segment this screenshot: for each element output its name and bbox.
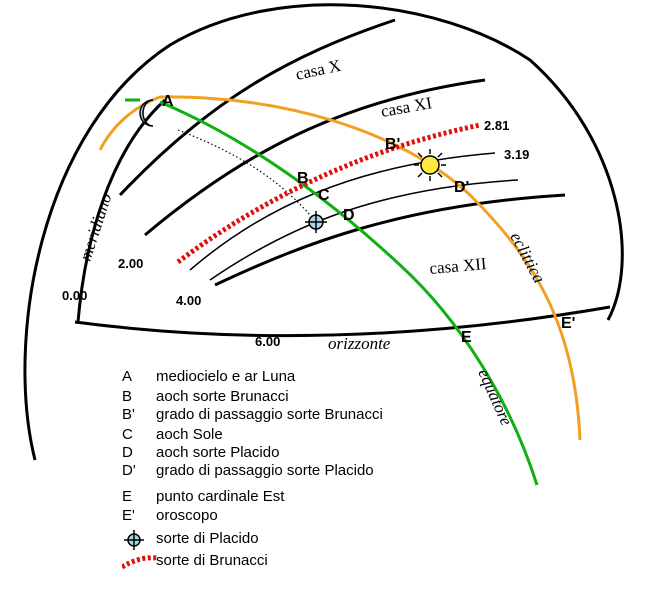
point-d-prime: D': [454, 179, 469, 196]
hour-400: 4.00: [176, 293, 201, 308]
hour-319: 3.19: [504, 147, 529, 162]
point-c: C: [318, 187, 330, 204]
legend-key: C: [122, 426, 133, 443]
point-d: D: [343, 207, 355, 224]
hour-000: 0.00: [62, 288, 87, 303]
ecliptic-line: [98, 95, 582, 441]
equator-line: [125, 98, 539, 486]
hour-281: 2.81: [484, 118, 509, 133]
casa-x-arc: [118, 18, 396, 197]
legend-text: mediocielo e ar Luna: [156, 368, 296, 385]
label-meridiano: meridiano: [76, 191, 116, 263]
legend-text: oroscopo: [156, 507, 218, 524]
horizon-line: [74, 305, 611, 338]
legend-text: grado di passaggio sorte Placido: [156, 462, 374, 479]
legend-text: grado di passaggio sorte Brunacci: [156, 406, 383, 423]
point-e: E: [461, 329, 472, 346]
legend-key: A: [122, 368, 133, 385]
point-e-prime: E': [561, 315, 575, 332]
label-casa-x: casa X: [294, 56, 343, 84]
circled-cross-icon: [305, 211, 327, 233]
hour-600: 6.00: [255, 334, 280, 349]
legend-text: sorte di Brunacci: [156, 552, 268, 569]
position-circle-2: [209, 179, 519, 281]
meridian-arc: [76, 98, 167, 323]
legend-text: aoch sorte Placido: [156, 444, 280, 461]
label-casa-xi: casa XI: [379, 93, 433, 121]
legend-key: E: [122, 488, 133, 505]
legend-text: sorte di Placido: [156, 530, 259, 547]
legend-key: B': [122, 406, 135, 423]
sphere-outline: [23, 3, 624, 461]
legend-text: aoch Sole: [156, 426, 223, 443]
legend-text: punto cardinale Est: [156, 488, 285, 505]
casa-xi-arc: [144, 78, 486, 237]
label-casa-xii: casa XII: [429, 254, 488, 278]
label-eclittica: eclittica: [506, 229, 548, 286]
sun-icon: [414, 149, 446, 181]
legend-key: E': [122, 507, 135, 524]
circled-cross-icon: [122, 530, 152, 554]
hour-200: 2.00: [118, 256, 143, 271]
sorte-brunacci-line: [176, 122, 481, 264]
legend-key: B: [122, 388, 133, 405]
point-a: A: [162, 93, 174, 110]
label-orizzonte: orizzonte: [328, 334, 391, 353]
dotted-guide-line: [177, 129, 311, 216]
red-dashed-line-icon: [120, 552, 159, 576]
label-equatore: equatore: [474, 366, 516, 429]
legend-text: aoch sorte Brunacci: [156, 388, 289, 405]
legend-key: D: [122, 444, 133, 461]
point-b: B: [297, 170, 309, 187]
legend-key: D': [122, 462, 136, 479]
moon-icon: [139, 99, 154, 127]
point-b-prime: B': [385, 136, 400, 153]
